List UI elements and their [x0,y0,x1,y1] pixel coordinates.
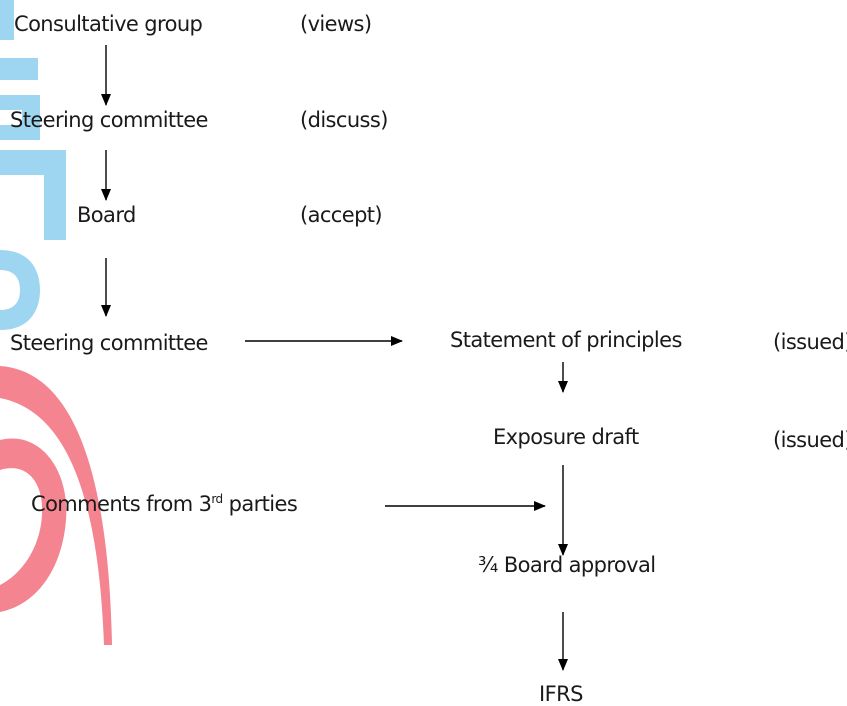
node-statement-of-principles: Statement of principles [450,328,682,352]
note-issued-2: (issued) [773,428,847,452]
node-comments-from-third-parties: Comments from 3rd parties [31,492,298,516]
comments-superscript: rd [211,492,223,506]
node-ifrs: IFRS [539,682,583,706]
note-views: (views) [300,12,372,36]
node-steering-committee-2: Steering committee [10,331,208,355]
watermark-swoosh [0,366,112,645]
node-steering-committee-1: Steering committee [10,108,208,132]
watermark-letters [0,0,66,330]
node-consultative-group: Consultative group [14,12,203,36]
node-exposure-draft: Exposure draft [493,425,639,449]
node-board: Board [77,203,136,227]
note-accept: (accept) [300,203,383,227]
note-discuss: (discuss) [300,108,388,132]
node-board-approval: ¾ Board approval [478,553,656,577]
comments-prefix: Comments from 3 [31,492,212,516]
note-issued-1: (issued) [773,330,847,354]
comments-suffix: parties [222,492,298,516]
